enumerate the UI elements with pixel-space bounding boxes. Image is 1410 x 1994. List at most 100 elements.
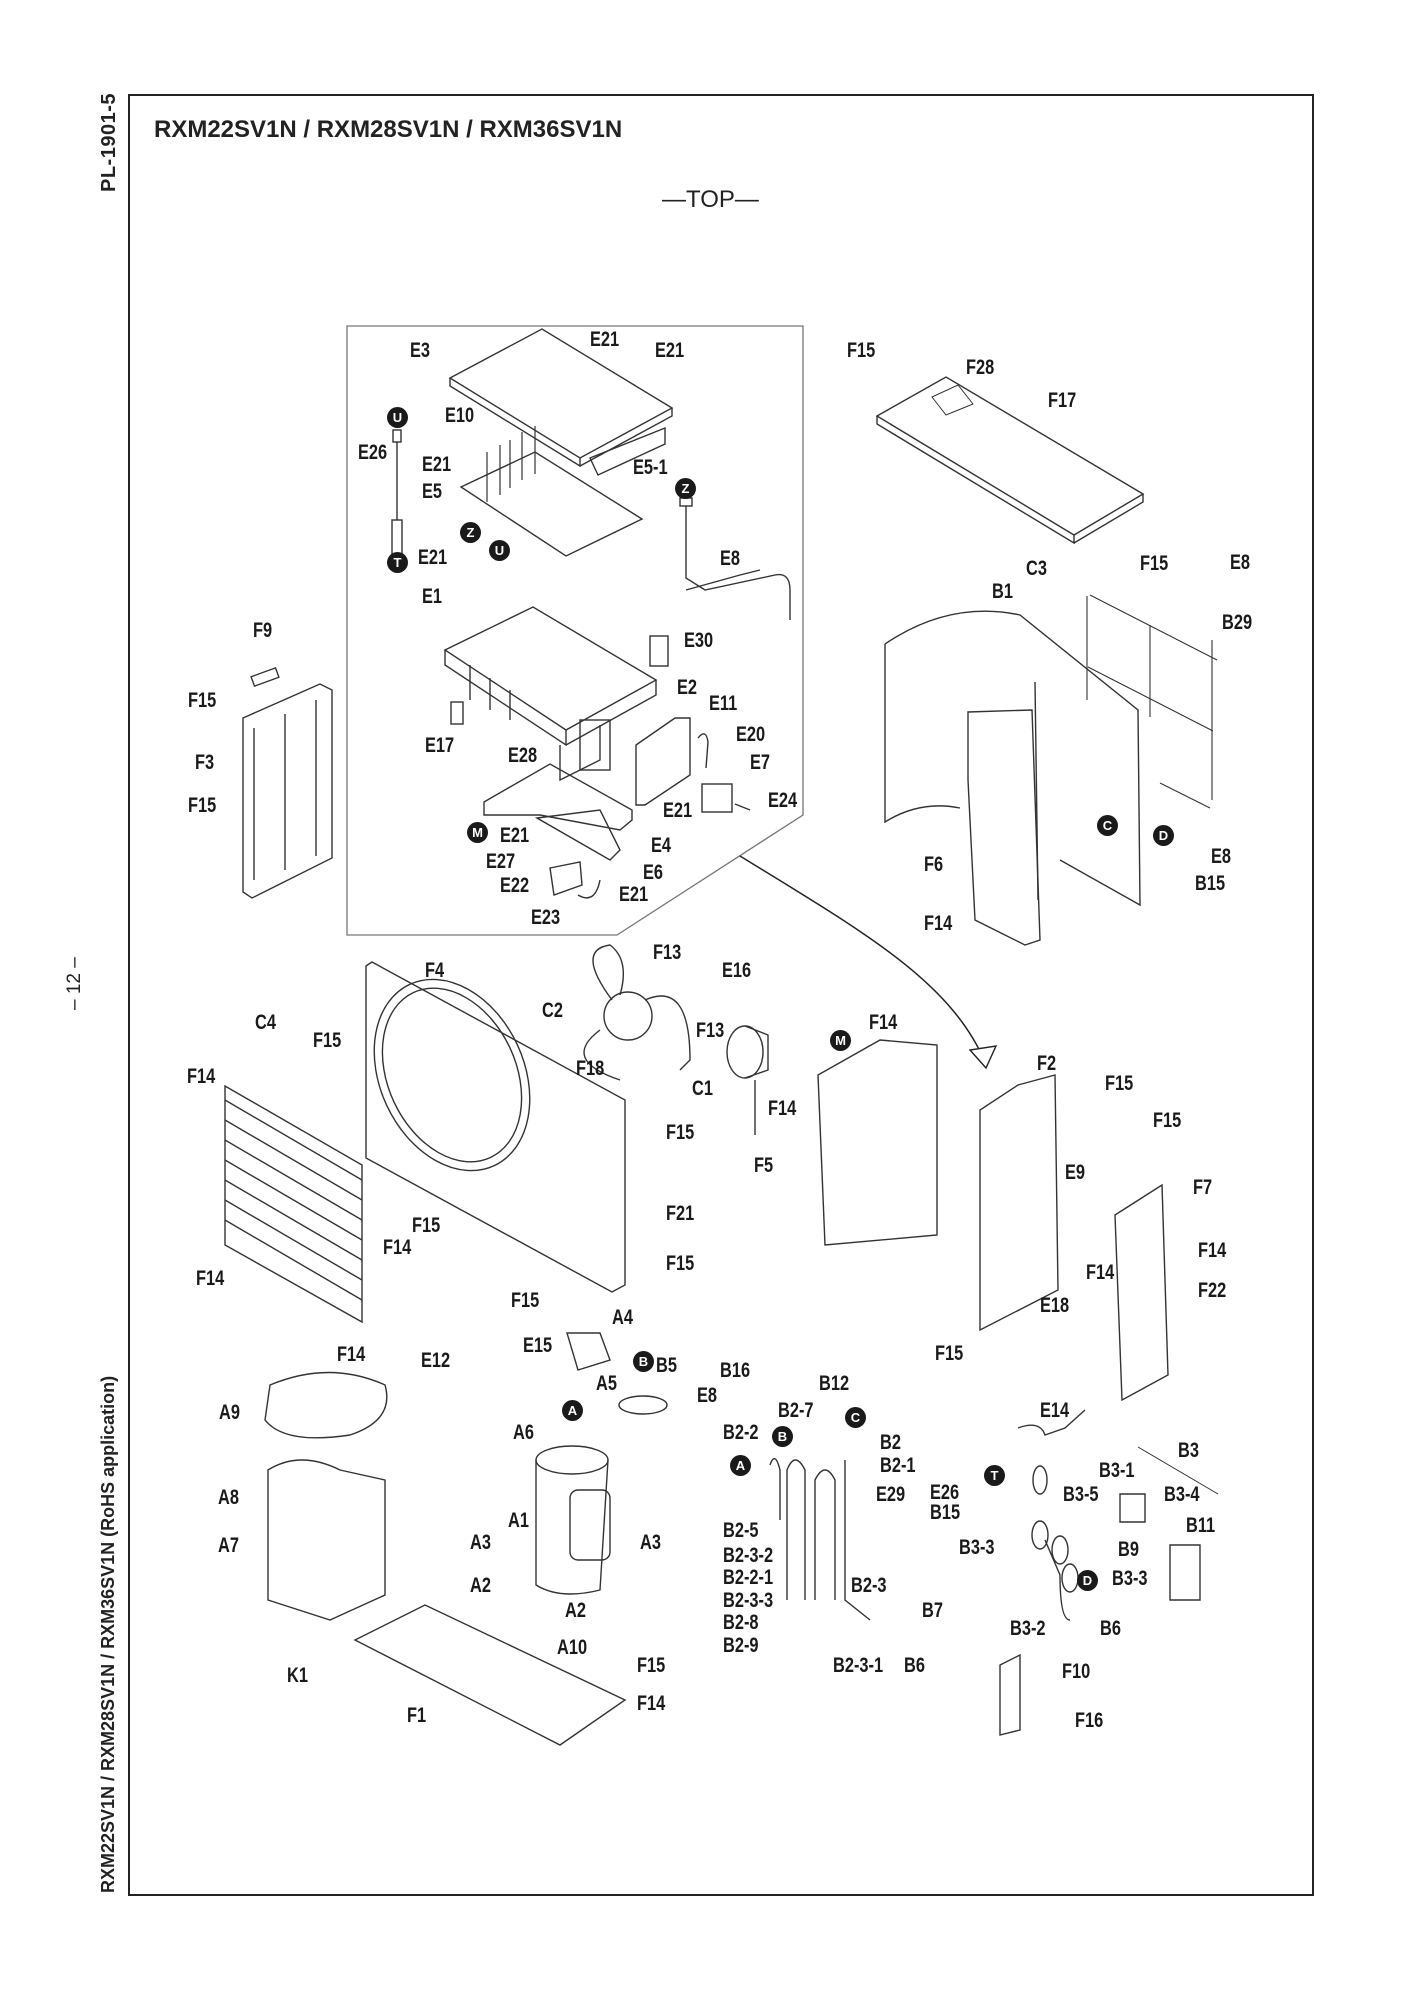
reference-arrow [739,855,986,1063]
page-title: RXM22SV1N / RXM28SV1N / RXM36SV1N [154,116,623,143]
label-f15: F15 [188,794,217,817]
label-f6: F6 [924,853,944,876]
part-e2-plate [635,717,691,806]
part-b11-insulation [1169,1544,1201,1601]
label-e21: E21 [422,453,452,476]
part-b2-piping [769,1457,871,1621]
label-f14: F14 [187,1065,216,1088]
label-a8: A8 [218,1486,239,1509]
label-c4: C4 [255,1011,276,1034]
label-c2: C2 [542,999,563,1022]
label-e22: E22 [500,874,530,897]
label-e14: E14 [1040,1399,1070,1422]
label-f3: F3 [195,751,215,774]
label-a3: A3 [470,1531,491,1554]
marker-d: D [1153,825,1174,846]
part-f10-plate [999,1653,1021,1736]
label-b2-9: B2-9 [723,1634,759,1657]
part-b3-valve [1031,1465,1079,1621]
part-a9-cover [264,1371,388,1439]
label-e7: E7 [750,751,771,774]
part-f7-cover [1114,1183,1169,1402]
label-e21: E21 [590,328,620,351]
part-e3-cover [448,328,674,476]
label-b2-3-3: B2-3-3 [723,1589,774,1612]
part-e22-bracket [549,861,583,896]
part-e16-motor [726,1025,769,1135]
label-e5: E5 [422,480,443,503]
marker-z: Z [460,522,481,543]
label-a2: A2 [565,1599,586,1622]
part-e24-screw [734,803,751,811]
label-f15: F15 [1105,1072,1134,1095]
part-e11-bracket [697,733,709,769]
label-b2-3-2: B2-3-2 [723,1544,774,1567]
label-f28: F28 [966,356,995,379]
label-b2-2: B2-2 [723,1421,759,1444]
label-f15: F15 [666,1121,695,1144]
label-f15: F15 [637,1654,666,1677]
label-e21: E21 [500,824,530,847]
label-b16: B16 [720,1359,751,1382]
label-b7: B7 [922,1599,943,1622]
label-f14: F14 [1198,1239,1227,1262]
label-f15: F15 [511,1289,540,1312]
label-a7: A7 [218,1534,239,1557]
label-f14: F14 [196,1267,225,1290]
label-a1: A1 [508,1509,529,1532]
drawing-frame [128,94,1314,1896]
label-b12: B12 [819,1372,850,1395]
label-e18: E18 [1040,1294,1070,1317]
label-e17: E17 [425,734,455,757]
part-e1-frame [443,606,658,782]
label-e2: E2 [677,676,698,699]
label-f15: F15 [935,1342,964,1365]
label-f2: F2 [1037,1052,1057,1075]
label-e15: E15 [523,1334,553,1357]
part-b3-4-clip [1119,1493,1146,1523]
label-e16: E16 [722,959,752,982]
part-f17-top-panel [875,376,1145,545]
label-f10: F10 [1062,1660,1091,1683]
marker-d: D [1077,1570,1098,1591]
label-f14: F14 [337,1343,366,1366]
marker-t: T [387,552,408,573]
label-e21: E21 [655,339,685,362]
part-e14-coil [1017,1409,1086,1436]
label-f15: F15 [1140,552,1169,575]
label-f15: F15 [412,1214,441,1237]
label-b2-3: B2-3 [851,1574,887,1597]
label-a10: A10 [557,1636,588,1659]
part-f3-grille [242,683,333,899]
label-b29: B29 [1222,611,1253,634]
label-e30: E30 [684,629,714,652]
marker-a: A [730,1455,751,1476]
label-b3-1: B3-1 [1099,1459,1135,1482]
label-f15: F15 [847,339,876,362]
label-b1: B1 [992,580,1013,603]
label-f4: F4 [425,959,445,982]
part-e17 [450,701,464,725]
label-f21: F21 [666,1202,695,1225]
label-a2: A2 [470,1574,491,1597]
label-e21: E21 [663,799,693,822]
part-e23-harness [577,879,601,899]
marker-t: T [984,1465,1005,1486]
label-f14: F14 [924,912,953,935]
label-e8: E8 [1211,845,1232,868]
label-e20: E20 [736,723,766,746]
arrow-head [968,1045,998,1070]
label-e24: E24 [768,789,798,812]
part-e4-plate [483,763,633,831]
label-b2-8: B2-8 [723,1611,759,1634]
label-b6: B6 [1100,1617,1121,1640]
label-e4: E4 [651,834,672,857]
label-b2-7: B2-7 [778,1399,814,1422]
label-f16: F16 [1075,1709,1104,1732]
label-f22: F22 [1198,1279,1227,1302]
part-f9-plug [250,666,280,688]
label-a3: A3 [640,1531,661,1554]
label-e21: E21 [418,546,448,569]
label-b2-3-1: B2-3-1 [833,1654,884,1677]
label-e26: E26 [358,441,388,464]
